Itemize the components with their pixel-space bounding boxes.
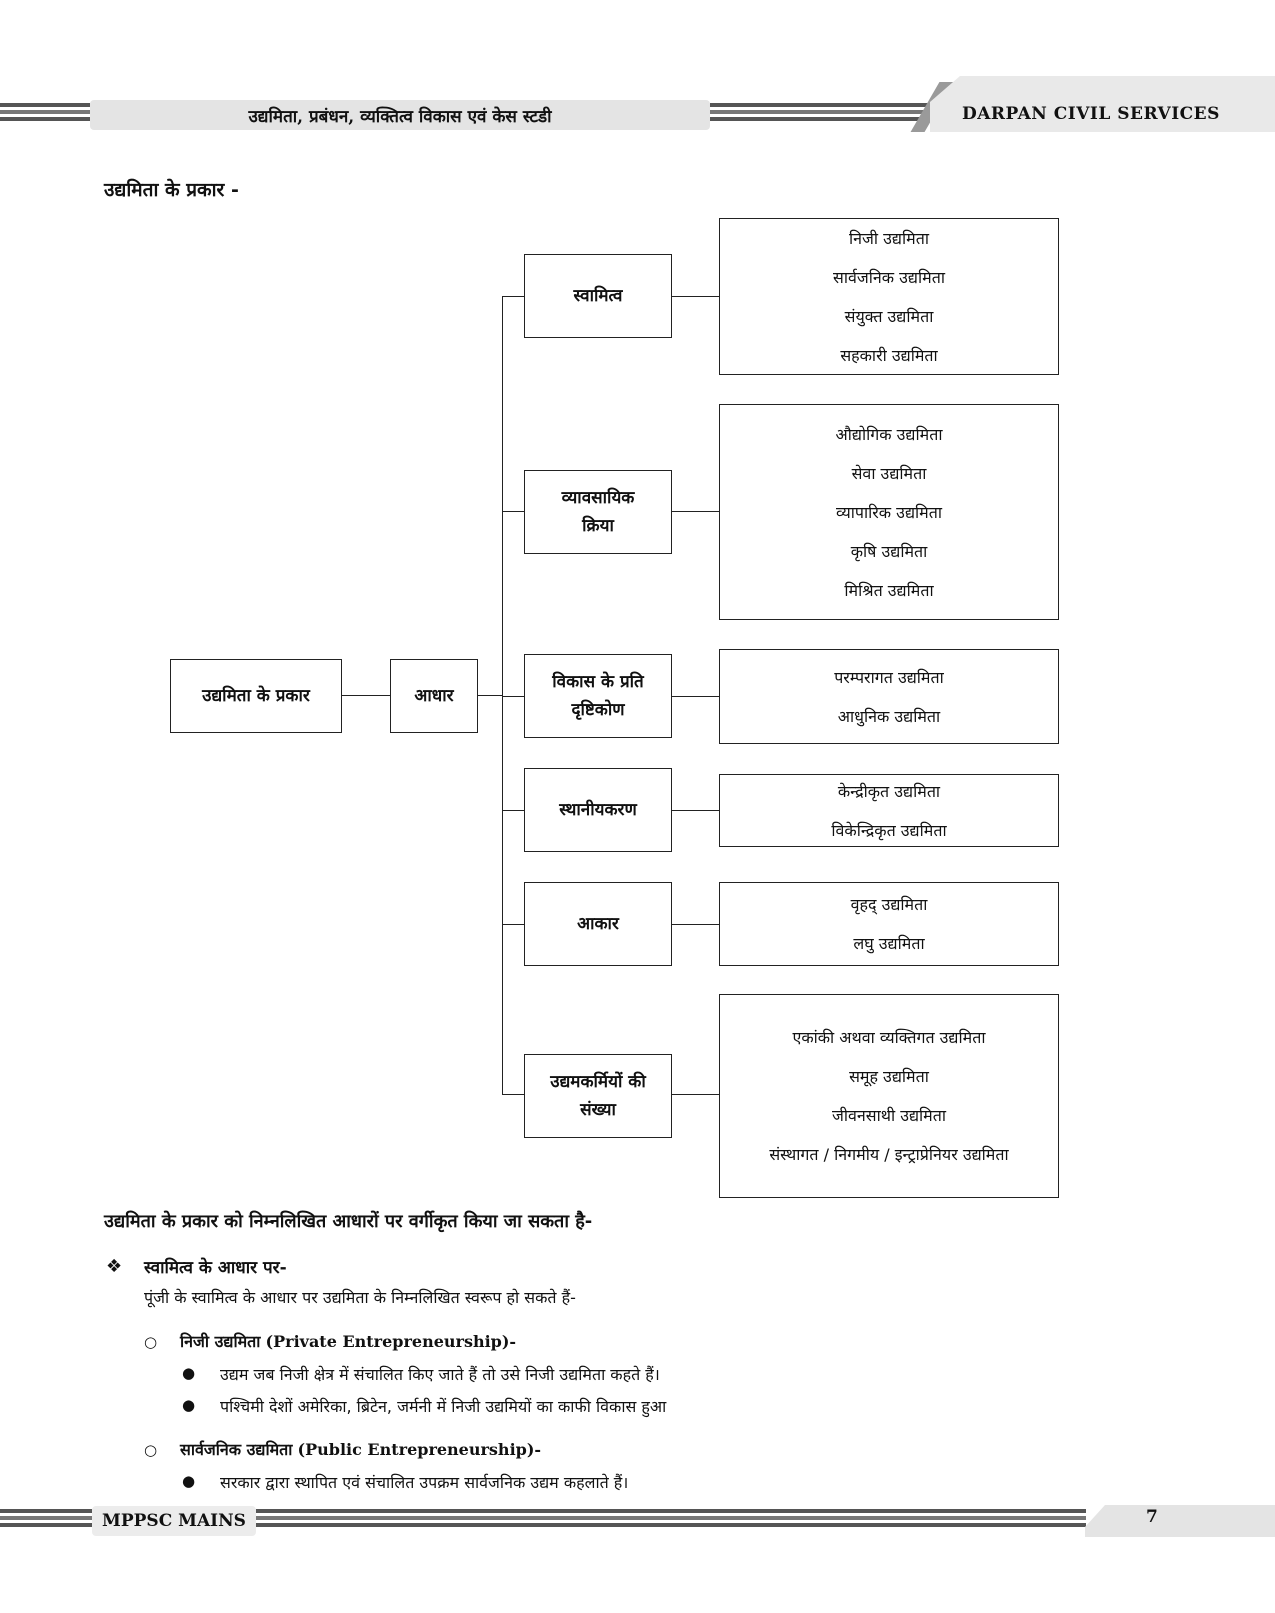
types-list-number-of-entrepreneurs: एकांकी अथवा व्यक्तिगत उद्यमिता समूह उद्य… xyxy=(719,994,1059,1198)
exam-label: MPPSC MAINS xyxy=(92,1506,256,1536)
list-item: लघु उद्यमिता xyxy=(853,934,925,953)
category-label: क्रिया xyxy=(582,516,614,536)
basis-box: आधार xyxy=(390,659,478,733)
list-item: आधुनिक उद्यमिता xyxy=(837,706,941,726)
category-label: स्वामित्व xyxy=(573,286,623,306)
connector-line xyxy=(672,296,719,297)
section-title: उद्यमिता के प्रकार - xyxy=(104,179,239,201)
footer-stripe xyxy=(256,1523,1086,1527)
basis-label: आधार xyxy=(414,686,454,706)
private-heading-en: (Private Entrepreneurship)- xyxy=(265,1332,517,1351)
classification-intro: उद्यमिता के प्रकार को निम्नलिखित आधारों … xyxy=(104,1211,593,1232)
connector-line xyxy=(502,511,524,512)
public-heading-hi: सार्वजनिक उद्यमिता xyxy=(180,1440,293,1459)
private-heading-hi: निजी उद्यमिता xyxy=(180,1332,261,1351)
types-list-development-approach: परम्परागत उद्यमिता आधुनिक उद्यमिता xyxy=(719,649,1059,744)
footer-stripe xyxy=(256,1516,1086,1520)
connector-line xyxy=(502,924,524,925)
private-heading: निजी उद्यमिता (Private Entrepreneurship)… xyxy=(180,1330,516,1352)
header-stripe xyxy=(0,110,90,114)
header-stripe xyxy=(710,103,930,107)
connector-line xyxy=(672,511,719,512)
public-point: सरकार द्वारा स्थापित एवं संचालित उपक्रम … xyxy=(220,1473,629,1492)
public-heading-en: (Public Entrepreneurship)- xyxy=(297,1440,542,1459)
list-item: परम्परागत उद्यमिता xyxy=(834,667,944,687)
page-number: 7 xyxy=(1146,1507,1158,1527)
ownership-intro: पूंजी के स्वामित्व के आधार पर उद्यमिता क… xyxy=(144,1288,576,1307)
ownership-heading: स्वामित्व के आधार पर- xyxy=(144,1258,287,1278)
types-list-localization: केन्द्रीकृत उद्यमिता विकेन्द्रिकृत उद्यम… xyxy=(719,774,1059,847)
list-item: कृषि उद्यमिता xyxy=(850,541,928,561)
footer-stripe xyxy=(256,1509,1086,1513)
list-item: सहकारी उद्यमिता xyxy=(840,345,938,365)
category-box-size: आकार xyxy=(524,882,672,966)
list-item: जीवनसाथी उद्यमिता xyxy=(831,1106,947,1125)
connector-line xyxy=(478,695,502,696)
list-item: औद्योगिक उद्यमिता xyxy=(835,424,943,444)
category-label: व्यावसायिक xyxy=(561,488,635,508)
list-item: व्यापारिक उद्यमिता xyxy=(835,502,942,522)
connector-line xyxy=(502,810,524,811)
connector-line xyxy=(502,1094,524,1095)
root-label: उद्यमिता के प्रकार xyxy=(202,686,310,706)
footer-stripe xyxy=(0,1509,92,1513)
brand-tab xyxy=(930,76,1275,132)
header-stripe xyxy=(0,103,90,107)
list-item: संयुक्त उद्यमिता xyxy=(844,306,934,326)
header-stripe xyxy=(710,117,930,121)
diamond-bullet-icon: ❖ xyxy=(106,1256,123,1277)
header-stripe xyxy=(0,117,90,121)
private-point: पश्चिमी देशों अमेरिका, ब्रिटेन, जर्मनी म… xyxy=(220,1397,667,1416)
list-item: सार्वजनिक उद्यमिता xyxy=(833,267,945,287)
list-item: निजी उद्यमिता xyxy=(849,228,929,248)
connector-line xyxy=(672,696,719,697)
types-list-size: वृहद् उद्यमिता लघु उद्यमिता xyxy=(719,882,1059,966)
connector-line xyxy=(672,1094,719,1095)
category-label: उद्यमकर्मियों की xyxy=(550,1072,646,1092)
connector-line xyxy=(672,810,719,811)
header-title: उद्यमिता, प्रबंधन, व्यक्तित्व विकास एवं … xyxy=(90,100,710,130)
dot-bullet-icon: ● xyxy=(182,1364,196,1382)
list-item: समूह उद्यमिता xyxy=(849,1067,929,1086)
connector-line xyxy=(502,696,524,697)
root-box: उद्यमिता के प्रकार xyxy=(170,659,342,733)
connector-line xyxy=(502,296,524,297)
list-item: वृहद् उद्यमिता xyxy=(850,895,928,914)
list-item: विकेन्द्रिकृत उद्यमिता xyxy=(831,820,947,840)
dot-bullet-icon: ● xyxy=(182,1396,196,1414)
category-box-business-activity: व्यावसायिक क्रिया xyxy=(524,470,672,554)
list-item: केन्द्रीकृत उद्यमिता xyxy=(837,781,941,801)
category-box-localization: स्थानीयकरण xyxy=(524,768,672,852)
public-heading: सार्वजनिक उद्यमिता (Public Entrepreneurs… xyxy=(180,1438,541,1460)
list-item: मिश्रित उद्यमिता xyxy=(844,580,934,600)
dot-bullet-icon: ● xyxy=(182,1472,196,1490)
circle-bullet-icon: ○ xyxy=(144,1441,158,1459)
category-label: स्थानीयकरण xyxy=(559,800,637,820)
page-number-tab xyxy=(1085,1505,1275,1537)
list-item: संस्थागत / निगमीय / इन्ट्राप्रेनियर उद्य… xyxy=(769,1145,1009,1164)
category-label: दृष्टिकोण xyxy=(571,700,625,720)
connector-line xyxy=(342,695,390,696)
connector-line xyxy=(672,924,719,925)
footer-stripe xyxy=(0,1516,92,1520)
trunk-line xyxy=(502,296,503,1094)
category-box-development-approach: विकास के प्रति दृष्टिकोण xyxy=(524,654,672,738)
header-stripe xyxy=(710,110,930,114)
private-point: उद्यम जब निजी क्षेत्र में संचालित किए जा… xyxy=(220,1365,660,1384)
list-item: सेवा उद्यमिता xyxy=(851,463,927,483)
category-box-number-of-entrepreneurs: उद्यमकर्मियों की संख्या xyxy=(524,1054,672,1138)
category-box-ownership: स्वामित्व xyxy=(524,254,672,338)
category-label: संख्या xyxy=(580,1100,616,1120)
circle-bullet-icon: ○ xyxy=(144,1333,158,1351)
types-list-business-activity: औद्योगिक उद्यमिता सेवा उद्यमिता व्यापारि… xyxy=(719,404,1059,620)
types-list-ownership: निजी उद्यमिता सार्वजनिक उद्यमिता संयुक्त… xyxy=(719,218,1059,375)
category-label: आकार xyxy=(577,914,619,934)
category-label: विकास के प्रति xyxy=(552,672,644,692)
list-item: एकांकी अथवा व्यक्तिगत उद्यमिता xyxy=(792,1028,986,1047)
footer-stripe xyxy=(0,1523,92,1527)
brand-name: DARPAN CIVIL SERVICES xyxy=(962,104,1220,124)
